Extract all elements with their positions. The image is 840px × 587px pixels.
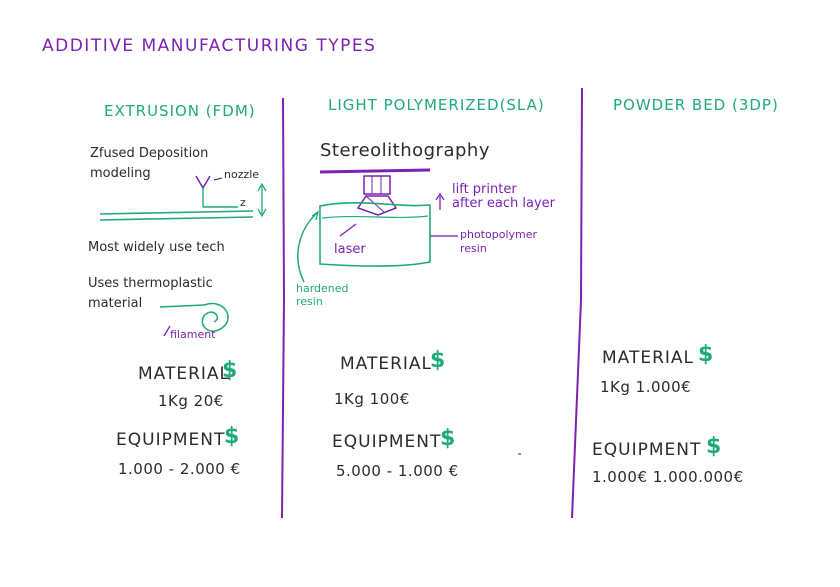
filament-label: filament bbox=[170, 328, 216, 341]
fdm-material-label: MATERIAL bbox=[138, 364, 231, 384]
powder-equipment-label: EQUIPMENT bbox=[592, 440, 702, 460]
page-title: ADDITIVE MANUFACTURING TYPES bbox=[42, 36, 377, 56]
column-divider-left bbox=[281, 97, 286, 519]
fdm-equipment-label: EQUIPMENT bbox=[116, 430, 226, 450]
fdm-material-value: 1Kg 20€ bbox=[158, 392, 224, 410]
sla-hardened-line1: hardened bbox=[296, 282, 349, 295]
powder-equipment-value: 1.000€ 1.000.000€ bbox=[592, 468, 744, 486]
powder-equipment-dollar: $ bbox=[706, 434, 722, 459]
sla-photo-line2: resin bbox=[460, 242, 487, 255]
fdm-sketch bbox=[99, 175, 267, 221]
fdm-material-dollar: $ bbox=[222, 358, 238, 383]
nozzle-label: nozzle bbox=[224, 168, 260, 181]
sla-material-label: MATERIAL bbox=[340, 354, 433, 374]
column-heading-powder-bed: POWDER BED (3DP) bbox=[613, 96, 779, 114]
fdm-equipment-dollar: $ bbox=[224, 424, 240, 449]
sla-material-value: 1Kg 100€ bbox=[334, 390, 410, 408]
sla-lift-line1: lift printer bbox=[452, 182, 517, 197]
sla-equipment-value: 5.000 - 1.000 € bbox=[336, 462, 459, 480]
sla-equipment-label: EQUIPMENT bbox=[332, 432, 442, 452]
filament-sketch bbox=[159, 302, 229, 337]
column-heading-extrusion: EXTRUSION (FDM) bbox=[104, 102, 256, 120]
z-label: z bbox=[240, 196, 246, 209]
fdm-thermo-line2: material bbox=[88, 296, 143, 311]
powder-material-label: MATERIAL bbox=[602, 348, 695, 368]
sla-photo-line1: photopolymer bbox=[460, 228, 538, 241]
sla-equipment-dollar: $ bbox=[440, 426, 456, 451]
fdm-note-line1: Zfused Deposition bbox=[90, 146, 209, 161]
sla-laser-label: laser bbox=[334, 242, 366, 257]
fdm-widely-used: Most widely use tech bbox=[88, 240, 225, 255]
sla-hardened-line2: resin bbox=[296, 295, 323, 308]
fdm-equipment-value: 1.000 - 2.000 € bbox=[118, 460, 241, 478]
fdm-note-line2: modeling bbox=[90, 166, 151, 181]
powder-material-dollar: $ bbox=[698, 342, 714, 367]
sla-material-dollar: $ bbox=[430, 348, 446, 373]
powder-material-value: 1Kg 1.000€ bbox=[600, 378, 692, 396]
sla-lift-line2: after each layer bbox=[452, 196, 555, 211]
fdm-thermo-line1: Uses thermoplastic bbox=[88, 276, 213, 291]
sla-stereolithography: Stereolithography bbox=[320, 140, 490, 161]
column-divider-right bbox=[571, 87, 583, 519]
sla-sketch bbox=[297, 168, 458, 283]
column-heading-light-polymerized: LIGHT POLYMERIZED(SLA) bbox=[328, 96, 545, 114]
